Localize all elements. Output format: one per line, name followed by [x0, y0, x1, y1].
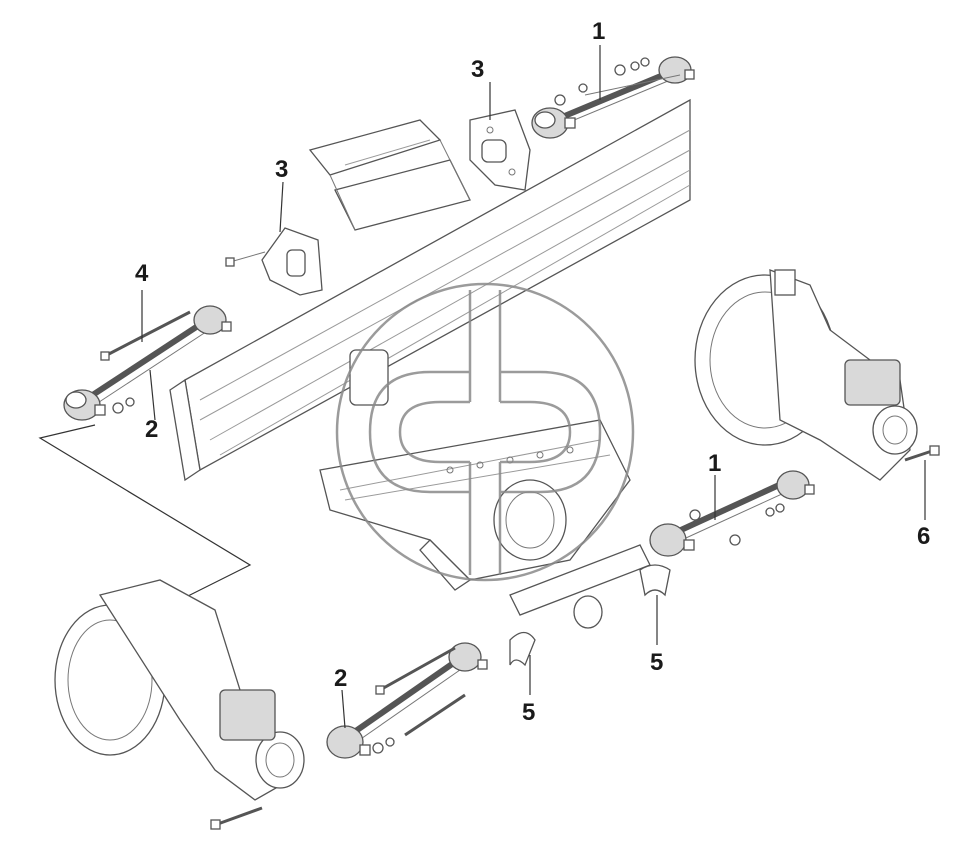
mounting-bracket-upper: [469, 109, 531, 191]
axle-housing-rear: [54, 579, 305, 830]
callout-3-left: 3: [275, 156, 289, 183]
callout-4: 4: [135, 260, 149, 287]
cross-member: [308, 119, 471, 231]
torque-rod-left: [63, 305, 232, 421]
mounting-bracket-lower: [225, 227, 323, 296]
callout-2-upper: 2: [145, 416, 159, 443]
clamp-left: [509, 631, 536, 667]
callout-2-lower: 2: [334, 665, 348, 692]
callout-5-left: 5: [522, 699, 536, 726]
axle-housing-right: [694, 269, 940, 481]
torque-rod-lower-right: [649, 470, 815, 557]
callout-6: 6: [917, 523, 931, 550]
torque-rod-upper: [531, 56, 695, 139]
callout-1-lower: 1: [708, 450, 722, 477]
callout-leaders: [141, 45, 926, 729]
clamp-right: [639, 564, 671, 597]
drive-shaft: [509, 544, 651, 629]
frame-rail: [169, 98, 691, 482]
callout-3-right: 3: [471, 56, 485, 83]
transmission-housing: [319, 349, 631, 591]
callout-5-right: 5: [650, 649, 664, 676]
torque-rod-lower-left: [326, 642, 488, 759]
callout-1-upper: 1: [592, 18, 606, 45]
cd-logo-watermark-icon: [335, 282, 635, 582]
